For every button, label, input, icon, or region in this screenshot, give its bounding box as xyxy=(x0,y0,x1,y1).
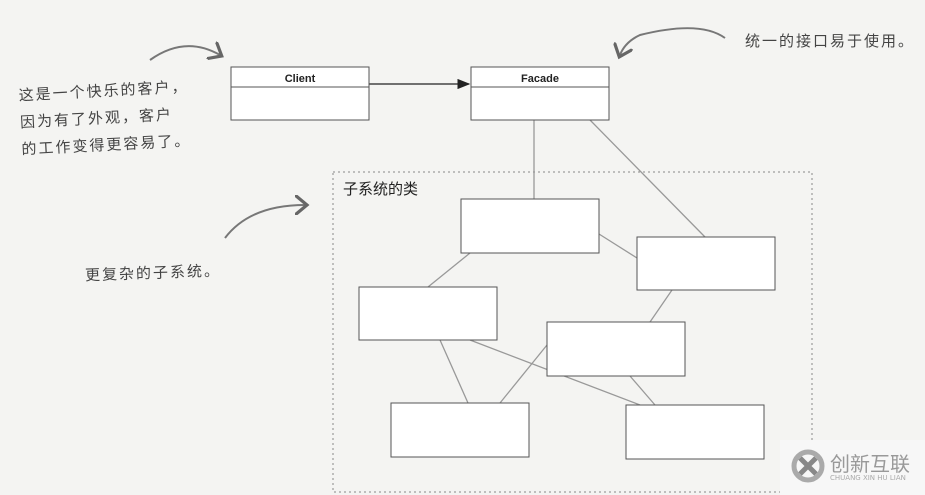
subsystem-label: 子系统的类 xyxy=(343,180,418,198)
connector xyxy=(427,252,471,288)
connector xyxy=(649,289,673,323)
annotation-arrow-subsystem xyxy=(224,205,305,239)
class-boxes xyxy=(230,66,776,460)
watermark-name: 创新互联 xyxy=(830,452,910,476)
watermark-logo-icon xyxy=(791,449,825,483)
subsystem-class-box xyxy=(625,404,765,460)
unified-interface-note: 统一的接口易于使用。 xyxy=(745,32,916,50)
connector xyxy=(629,375,656,406)
watermark: 创新互联 CHUANG XIN HU LIAN xyxy=(780,440,925,495)
subsystem-class-box xyxy=(358,286,498,341)
happy-client-note: 这是一个快乐的客户， 因为有了外观，客户 的工作变得更容易了。 xyxy=(18,74,192,164)
subsystem-class-box xyxy=(390,402,530,458)
connector xyxy=(589,119,706,238)
facade-class-name: Facade xyxy=(521,73,559,85)
facade-class-box xyxy=(470,66,610,121)
annotation-arrow-client xyxy=(149,46,220,61)
complex-subsystem-note: 更复杂的子系统。 xyxy=(84,261,222,285)
subsystem-class-box xyxy=(460,198,600,254)
connector xyxy=(598,233,638,259)
annotation-arrow-facade xyxy=(620,27,726,55)
subsystem-class-box xyxy=(636,236,776,291)
watermark-pinyin: CHUANG XIN HU LIAN xyxy=(830,474,906,482)
client-class-box xyxy=(230,66,370,121)
client-class-name: Client xyxy=(285,73,316,85)
subsystem-class-box xyxy=(546,321,686,377)
connector xyxy=(439,339,469,404)
connector xyxy=(499,344,548,404)
